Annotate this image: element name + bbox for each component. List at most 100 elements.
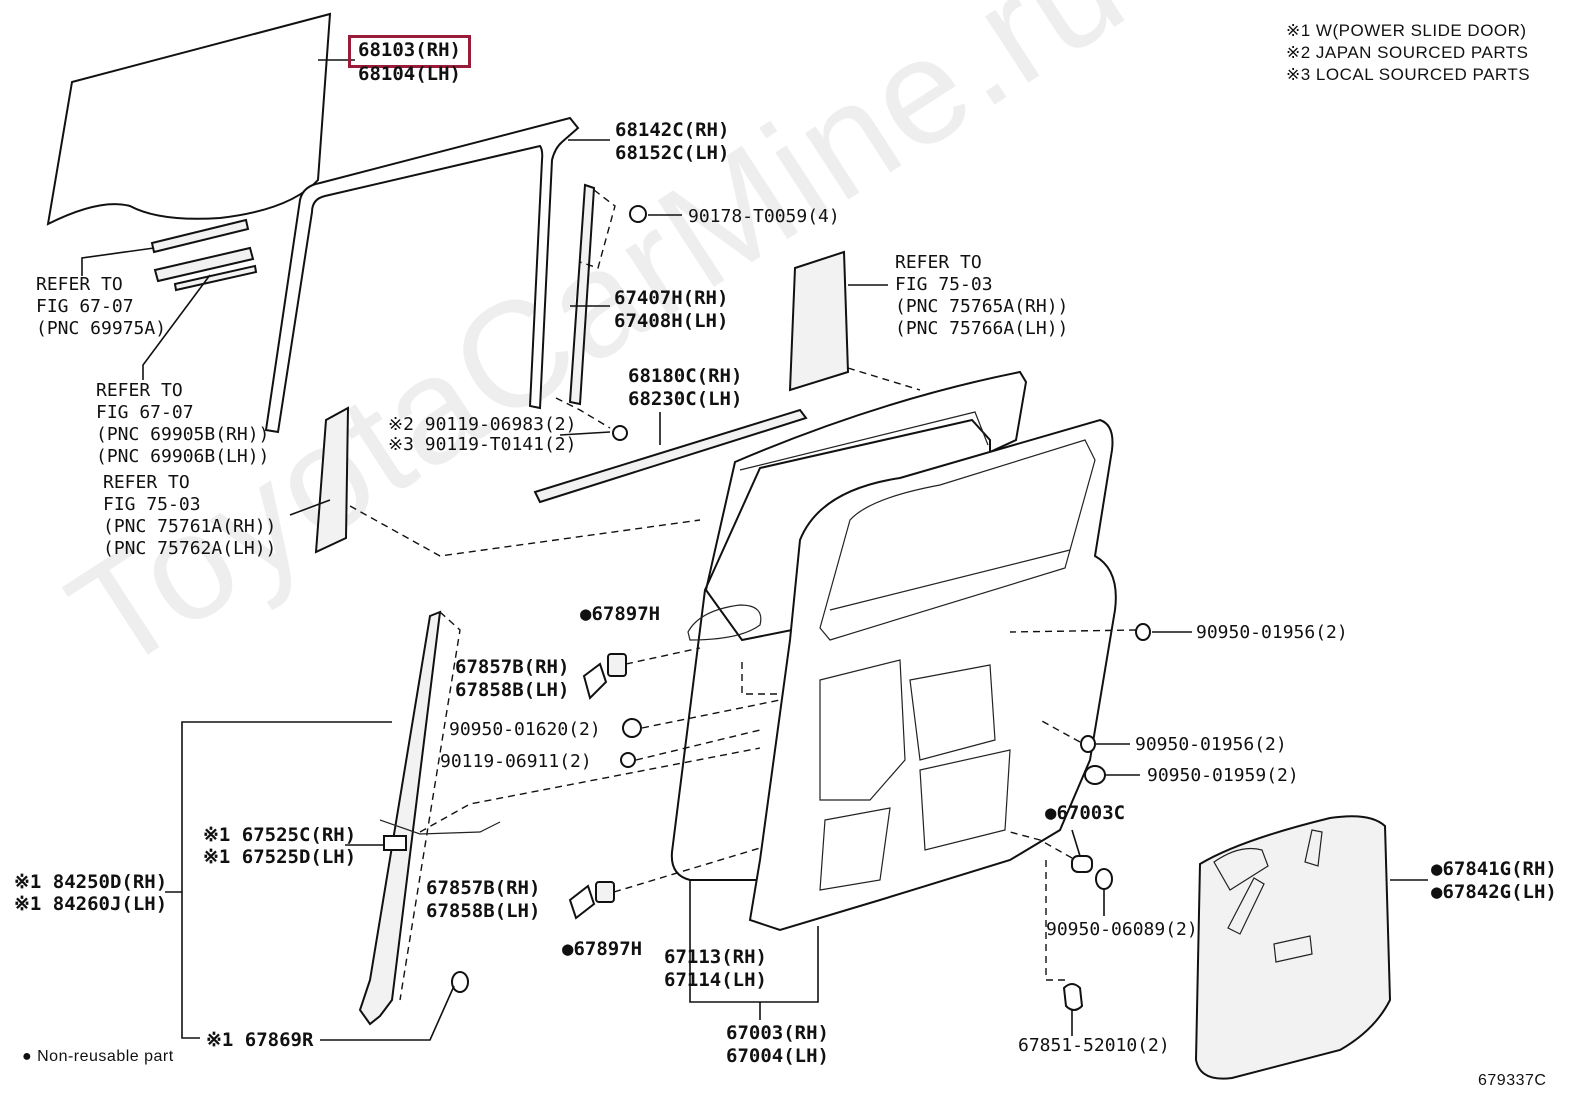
dash-bolt bbox=[555, 397, 611, 429]
label-90950-01956-a[interactable]: 90950-01956(2) bbox=[1196, 622, 1348, 643]
label-68152c[interactable]: 68152C(LH) bbox=[615, 142, 730, 164]
footnote-2: ※2 JAPAN SOURCED PARTS bbox=[1286, 43, 1529, 62]
ref4-line-3[interactable]: (PNC 75766A(LH)) bbox=[895, 318, 1069, 339]
ref-block-3: REFER TO FIG 75-03 (PNC 75761A(RH)) (PNC… bbox=[103, 472, 276, 560]
label-67841g[interactable]: ●67841G(RH) bbox=[1431, 858, 1557, 880]
label-67858b-top[interactable]: 67858B(LH) bbox=[455, 679, 570, 701]
dash-67897h-top bbox=[625, 647, 701, 665]
door-hole-2 bbox=[909, 664, 996, 761]
label-90950-01956-b[interactable]: 90950-01956(2) bbox=[1135, 734, 1287, 755]
label-67003[interactable]: 67003(RH) bbox=[726, 1022, 829, 1044]
ref4-line-0: REFER TO bbox=[895, 252, 982, 273]
dash-channel bbox=[579, 189, 616, 269]
bracket-84250d bbox=[181, 721, 392, 1039]
label-90950-01959[interactable]: 90950-01959(2) bbox=[1147, 765, 1299, 786]
plug-90950-06089-icon bbox=[1095, 868, 1113, 890]
dash-ws-left bbox=[399, 611, 461, 1001]
wire-connector bbox=[383, 835, 407, 851]
door-window-opening bbox=[819, 439, 1096, 641]
label-67851[interactable]: 67851-52010(2) bbox=[1018, 1035, 1170, 1056]
ref2-line-2[interactable]: (PNC 69905B(RH)) bbox=[96, 424, 270, 445]
label-84260j[interactable]: ※1 84260J(LH) bbox=[14, 893, 168, 915]
cover-pocket-4 bbox=[1273, 935, 1313, 963]
label-90950-06089[interactable]: 90950-06089(2) bbox=[1046, 919, 1198, 940]
label-67897h-bot[interactable]: ●67897H bbox=[562, 938, 643, 960]
cover-pocket-2 bbox=[1227, 877, 1265, 935]
dash-wire bbox=[419, 747, 761, 833]
leader-67869r bbox=[320, 985, 455, 1041]
label-90119-t0141[interactable]: ※3 90119-T0141(2) bbox=[388, 434, 577, 455]
dash-67897h-bot bbox=[613, 847, 761, 893]
door-hole-1 bbox=[819, 659, 906, 801]
outer-weatherstrip bbox=[533, 408, 808, 504]
dash-67851 bbox=[1045, 860, 1066, 981]
cover-67857b-top bbox=[582, 662, 608, 700]
label-67857b-top[interactable]: 67857B(RH) bbox=[455, 656, 570, 678]
footnote-1: ※1 W(POWER SLIDE DOOR) bbox=[1286, 21, 1527, 40]
leader-67003c bbox=[1071, 829, 1081, 857]
label-67407h[interactable]: 67407H(RH) bbox=[614, 287, 729, 309]
label-67525d[interactable]: ※1 67525D(LH) bbox=[203, 846, 357, 868]
label-67858b-bot[interactable]: 67858B(LH) bbox=[426, 900, 541, 922]
moulding-lower-2 bbox=[173, 264, 258, 292]
dash-garnish-right bbox=[847, 367, 921, 391]
label-67408h[interactable]: 67408H(LH) bbox=[614, 310, 729, 332]
cover-67857b-bot bbox=[568, 884, 596, 920]
label-90178[interactable]: 90178-T0059(4) bbox=[688, 206, 840, 227]
grommet-90950-01956-b-icon bbox=[1080, 735, 1096, 753]
label-67114[interactable]: 67114(LH) bbox=[664, 969, 767, 991]
label-67842g[interactable]: ●67842G(LH) bbox=[1431, 881, 1557, 903]
label-67113[interactable]: 67113(RH) bbox=[664, 946, 767, 968]
label-68103-rh[interactable]: 68103(RH) bbox=[358, 39, 461, 61]
door-outer-panel bbox=[670, 370, 1028, 881]
ref3-line-2[interactable]: (PNC 75761A(RH)) bbox=[103, 516, 277, 537]
label-68180c[interactable]: 68180C(RH) bbox=[628, 365, 743, 387]
door-hole-4 bbox=[819, 807, 891, 891]
door-inner-trim bbox=[829, 549, 1071, 611]
ref2-line-1: FIG 67-07 bbox=[96, 402, 194, 423]
door-inner-frame bbox=[748, 418, 1117, 932]
label-67869r[interactable]: ※1 67869R bbox=[206, 1029, 314, 1051]
label-67897h-top[interactable]: ●67897H bbox=[580, 603, 661, 625]
ref3-line-0: REFER TO bbox=[103, 472, 190, 493]
ref3-line-1: FIG 75-03 bbox=[103, 494, 201, 515]
clip-67897h-top bbox=[607, 653, 627, 677]
glass-run bbox=[264, 116, 580, 434]
label-68230c[interactable]: 68230C(LH) bbox=[628, 388, 743, 410]
ref-block-2: REFER TO FIG 67-07 (PNC 69905B(RH)) (PNC… bbox=[96, 380, 269, 468]
footnote-3: ※3 LOCAL SOURCED PARTS bbox=[1286, 65, 1531, 84]
clip-67897h-bot bbox=[595, 881, 615, 903]
outer-handle-recess bbox=[687, 604, 762, 641]
cover-pocket-3 bbox=[1304, 829, 1323, 867]
label-68104-lh[interactable]: 68104(LH) bbox=[358, 63, 461, 85]
bolt-90119-06911-icon bbox=[620, 752, 636, 768]
grommet-90950-01959-icon bbox=[1084, 765, 1106, 785]
ref2-line-3[interactable]: (PNC 69906B(LH)) bbox=[96, 446, 270, 467]
illustration-code: 679337C bbox=[1478, 1072, 1547, 1089]
legend-note: ● Non-reusable part bbox=[22, 1048, 174, 1065]
label-67525c[interactable]: ※1 67525C(RH) bbox=[203, 824, 357, 846]
leader-ref2 bbox=[142, 274, 211, 380]
ref3-line-3[interactable]: (PNC 75762A(LH)) bbox=[103, 538, 277, 559]
label-90119-06983[interactable]: ※2 90119-06983(2) bbox=[388, 414, 577, 435]
plug-67003c-icon bbox=[1071, 855, 1093, 873]
label-67004[interactable]: 67004(LH) bbox=[726, 1045, 829, 1067]
label-67003c[interactable]: ●67003C bbox=[1045, 802, 1126, 824]
label-67857b-bot[interactable]: 67857B(RH) bbox=[426, 877, 541, 899]
highlight-box bbox=[348, 35, 471, 68]
wire-harness bbox=[379, 819, 501, 835]
ref4-line-2[interactable]: (PNC 75765A(RH)) bbox=[895, 296, 1069, 317]
dash-06911 bbox=[635, 729, 761, 761]
label-90119-06911[interactable]: 90119-06911(2) bbox=[440, 751, 592, 772]
ref4-line-1: FIG 75-03 bbox=[895, 274, 993, 295]
service-hole-cover bbox=[1194, 815, 1392, 1080]
cover-pocket-1 bbox=[1213, 847, 1269, 891]
label-84250d[interactable]: ※1 84250D(RH) bbox=[14, 871, 168, 893]
label-90950-01620[interactable]: 90950-01620(2) bbox=[449, 719, 601, 740]
label-68142c[interactable]: 68142C(RH) bbox=[615, 119, 730, 141]
ref-block-4: REFER TO FIG 75-03 (PNC 75765A(RH)) (PNC… bbox=[895, 252, 1068, 340]
ref1-line-2[interactable]: (PNC 69975A) bbox=[36, 318, 167, 339]
garnish-left bbox=[314, 406, 350, 554]
door-hole-3 bbox=[919, 749, 1011, 851]
